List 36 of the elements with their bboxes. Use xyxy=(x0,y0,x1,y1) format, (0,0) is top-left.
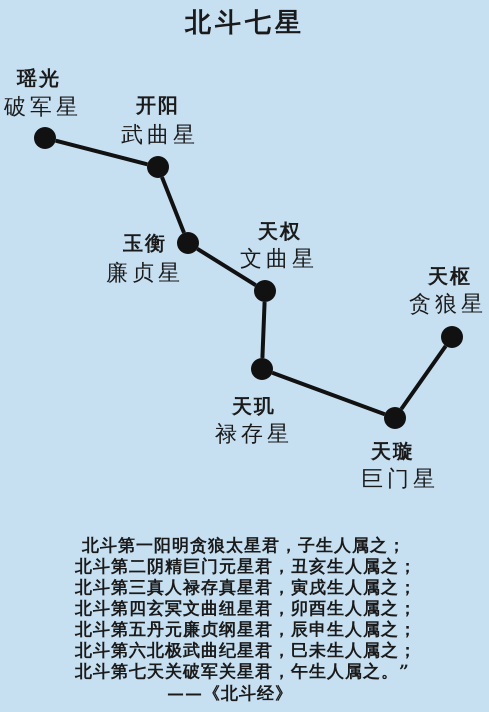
diagram-title: 北斗七星 xyxy=(185,7,305,40)
verse-line: 北斗第七天关破军关星君，午生人属之。” xyxy=(75,662,410,682)
star-deity-label: 巨门星 xyxy=(361,467,439,493)
star-dot xyxy=(441,326,463,348)
source-citation: ——《北斗经》 xyxy=(167,684,293,704)
star-name-label: 天璇 xyxy=(371,439,415,463)
star-name-label: 天权 xyxy=(258,219,302,243)
star-dot xyxy=(34,127,56,149)
star-name-label: 瑶光 xyxy=(17,66,61,90)
star-deity-label: 文曲星 xyxy=(240,247,318,273)
verse-line: 北斗第五丹元廉贞纲星君，辰申生人属之； xyxy=(75,620,417,640)
verse-line: 北斗第三真人禄存真星君，寅戌生人属之； xyxy=(75,578,417,598)
connecting-line xyxy=(196,247,257,287)
verse-line: 北斗第一阳明贪狼太星君，子生人属之； xyxy=(82,536,406,556)
connecting-line xyxy=(55,138,148,166)
star-dot xyxy=(177,232,199,254)
star-deity-label: 武曲星 xyxy=(121,123,199,149)
star-deity-label: 贪狼星 xyxy=(409,292,487,318)
verse-line: 北斗第四玄冥文曲纽星君，卯酉生人属之； xyxy=(75,599,417,619)
star-deity-label: 禄存星 xyxy=(215,422,293,448)
verse-line: 北斗第二阴精巨门元星君，丑亥生人属之； xyxy=(75,557,417,577)
star-name-label: 开阳 xyxy=(136,93,180,117)
star-name-label: 玉衡 xyxy=(123,231,167,255)
star-name-label: 天玑 xyxy=(232,394,276,418)
star-dot xyxy=(384,407,406,429)
star-deity-label: 破军星 xyxy=(4,95,82,121)
verse-line: 北斗第六北极武曲纪星君，巳未生人属之； xyxy=(75,641,417,661)
connecting-line xyxy=(160,176,186,234)
star-dot xyxy=(251,358,273,380)
star-name-label: 天枢 xyxy=(428,264,472,288)
star-dot xyxy=(254,280,276,302)
star-dot xyxy=(147,156,169,178)
connecting-line xyxy=(400,344,448,410)
connecting-line xyxy=(272,370,386,416)
connecting-line xyxy=(260,302,267,358)
star-deity-label: 廉贞星 xyxy=(106,261,184,287)
